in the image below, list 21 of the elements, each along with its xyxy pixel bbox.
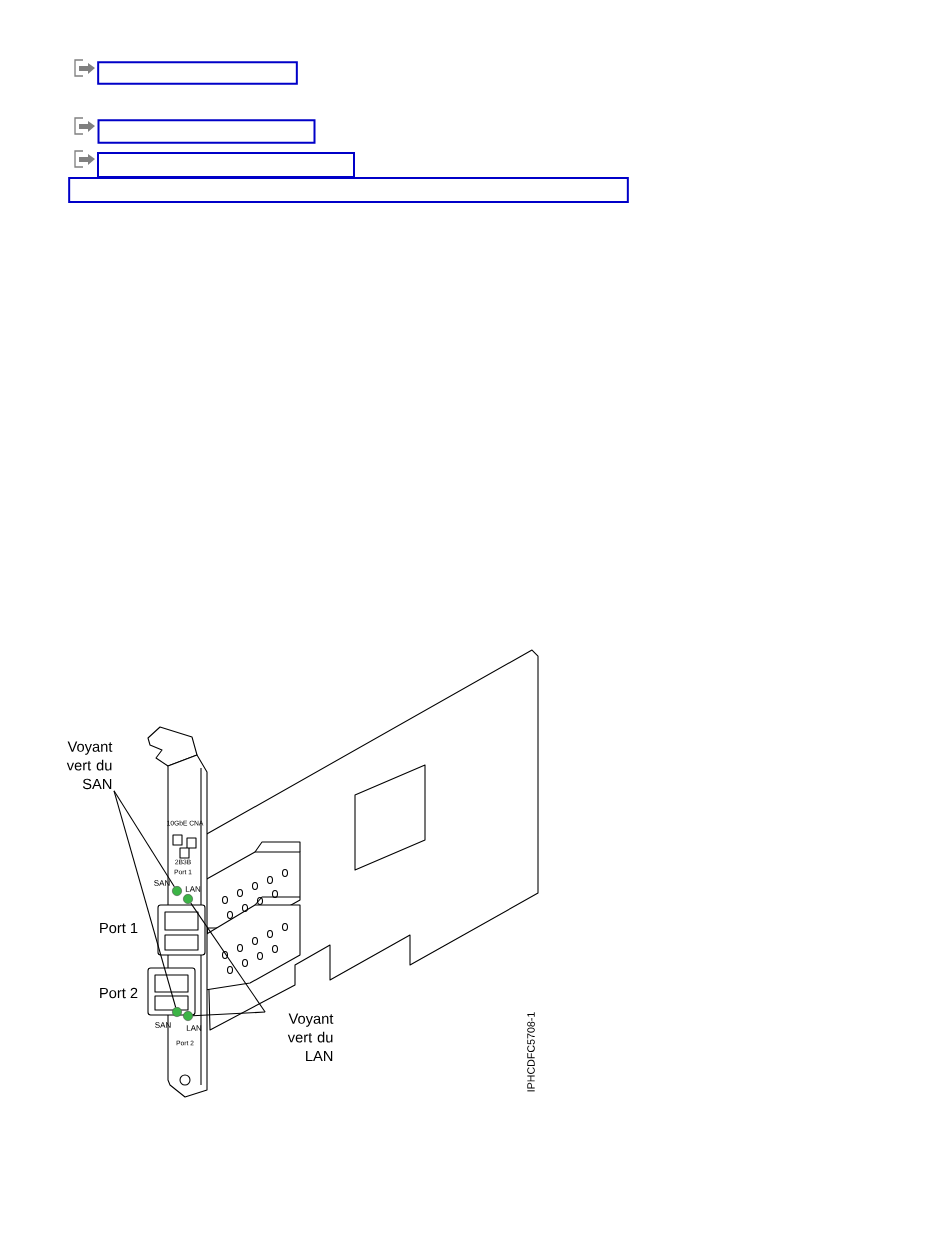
leader-line (113, 790, 175, 888)
leader-line (113, 790, 177, 1008)
small-label: SAN (155, 1022, 171, 1028)
port-label: Port 1 (100, 922, 138, 934)
link-box (97, 152, 355, 178)
small-label: LAN (186, 1025, 202, 1031)
led-indicator (172, 886, 182, 896)
small-label: LAN (185, 886, 201, 892)
figure-id: IPHCDFC5708-1 (527, 1012, 535, 1092)
callout-text: Voyant vert du LAN (287, 1013, 334, 1062)
leader-line (192, 1011, 266, 1017)
callout-text: Voyant vert du SAN (66, 741, 113, 790)
link-box (97, 119, 316, 144)
link-box (68, 177, 629, 203)
small-label: SAN (154, 880, 170, 886)
leader-line (190, 902, 266, 1013)
led-indicator (172, 1007, 182, 1017)
port-label: Port 2 (100, 987, 138, 999)
link-box (97, 61, 298, 85)
led-indicator (183, 894, 193, 904)
led-indicator (183, 1011, 193, 1021)
